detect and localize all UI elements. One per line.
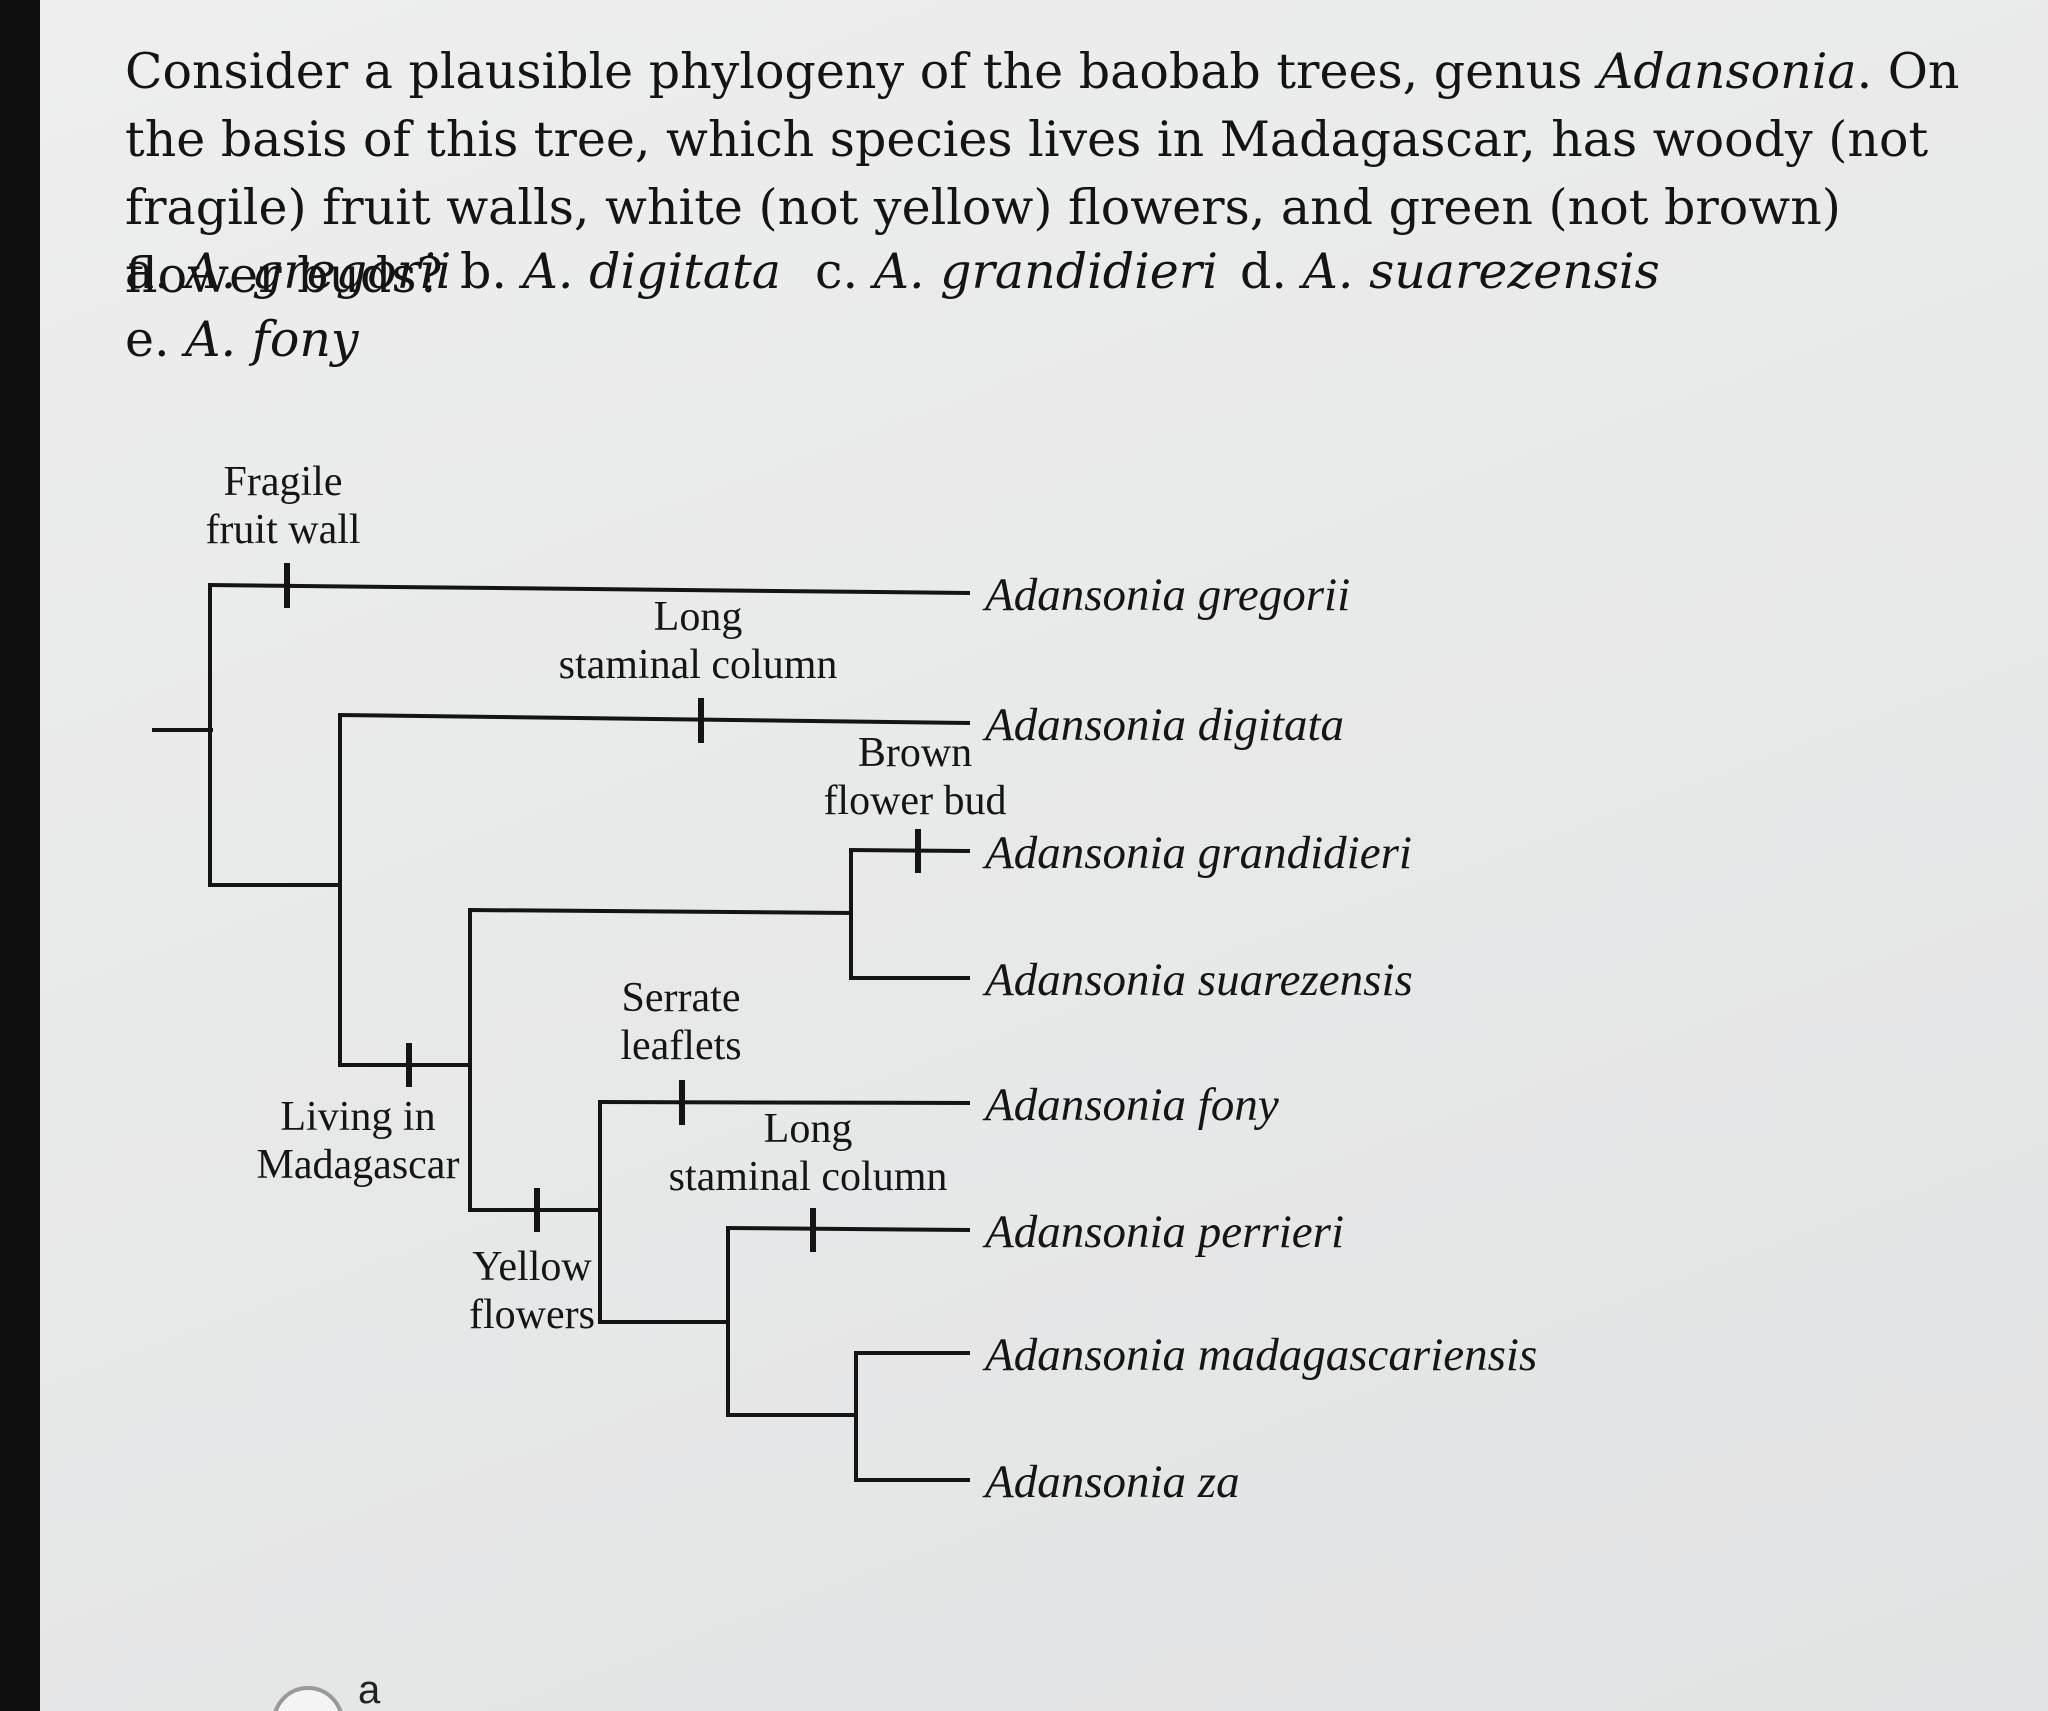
answer-radio-label: a — [358, 1668, 381, 1711]
choice-d: d. A. suarezensis — [1240, 238, 1660, 306]
choice-letter: e. — [125, 311, 170, 368]
taxon-label: Adansonia grandidieri — [982, 827, 1412, 879]
taxon-label: Adansonia suarezensis — [982, 954, 1413, 1006]
question-stem-start: Consider a plausible phylogeny of the ba… — [125, 43, 1598, 100]
question-text: Consider a plausible phylogeny of the ba… — [125, 38, 1975, 310]
branch-fony — [597, 1100, 971, 1105]
choice-e: e. A. fony — [125, 306, 359, 374]
taxon-label: Adansonia fony — [982, 1079, 1279, 1131]
trait-long-staminal-2-line1: Long — [764, 1106, 853, 1152]
tree-branches — [152, 583, 971, 1482]
worksheet-page: Consider a plausible phylogeny of the ba… — [40, 0, 2048, 1711]
choice-c: c. A. grandidieri — [815, 238, 1218, 306]
trait-madagascar-line2: Madagascar — [257, 1142, 460, 1188]
choice-letter: c. — [815, 243, 859, 300]
trait-fragile-line1: Fragile — [224, 459, 343, 505]
trait-madagascar-line1: Living in — [280, 1094, 435, 1140]
trait-brown-bud-line1: Brown — [858, 730, 972, 776]
trait-long-staminal-1-line2: staminal column — [559, 642, 838, 688]
choice-species: A. grandidieri — [873, 243, 1218, 300]
choice-species: A. suarezensis — [1302, 243, 1660, 300]
taxon-label: Adansonia digitata — [982, 699, 1344, 751]
choice-species: A. digitata — [522, 243, 781, 300]
branch-digitata — [337, 713, 971, 725]
choice-letter: b. — [460, 243, 507, 300]
choice-species: A. gregorii — [185, 243, 452, 300]
trait-labels: Fragile fruit wall Long staminal column … — [205, 459, 1006, 1338]
branch-grandidieri-group — [467, 908, 854, 915]
choice-species: A. fony — [185, 311, 359, 368]
taxon-labels: Adansonia gregorii Adansonia digitata Ad… — [982, 569, 1537, 1508]
choice-letter: a. — [125, 243, 170, 300]
genus-name: Adansonia — [1597, 43, 1857, 100]
taxon-label: Adansonia za — [982, 1456, 1240, 1508]
trait-serrate-line2: leaflets — [620, 1023, 741, 1069]
taxon-label: Adansonia gregorii — [982, 569, 1350, 621]
branch-grandidieri — [848, 848, 971, 853]
trait-ticks — [284, 563, 921, 1252]
taxon-label: Adansonia perrieri — [982, 1206, 1344, 1258]
branch-gregorii — [207, 583, 971, 595]
trait-fragile-line2: fruit wall — [205, 507, 360, 553]
trait-long-staminal-2-line2: staminal column — [669, 1154, 948, 1200]
trait-brown-bud-line2: flower bud — [823, 778, 1006, 824]
taxon-label: Adansonia madagascariensis — [982, 1329, 1537, 1381]
trait-yellow-line2: flowers — [469, 1292, 595, 1338]
question-stem-end: . On the basis of this tree, which speci… — [125, 43, 1960, 304]
choice-b: b. A. digitata — [460, 238, 781, 306]
branch-perrieri — [725, 1226, 971, 1232]
trait-yellow-line1: Yellow — [472, 1244, 592, 1290]
choice-letter: d. — [1240, 243, 1287, 300]
trait-serrate-line1: Serrate — [622, 975, 741, 1021]
choice-a: a. A. gregorii — [125, 238, 451, 306]
trait-long-staminal-1-line1: Long — [654, 594, 743, 640]
